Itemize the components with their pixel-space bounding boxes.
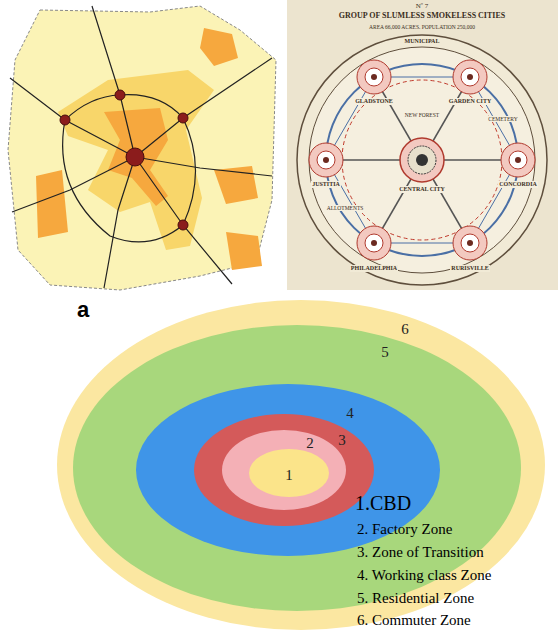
- zone-key: 1.CBD: [355, 492, 411, 514]
- drawing-part: [12, 157, 135, 212]
- drawing-part: [416, 154, 428, 166]
- drawing-part: [92, 6, 135, 157]
- town-patch: [36, 170, 68, 238]
- drawing-part: [461, 234, 479, 252]
- drawing-part: [501, 143, 535, 177]
- drawing-part: [309, 143, 343, 177]
- centre-dots: [60, 90, 188, 230]
- drawing-part: [357, 226, 391, 260]
- city-name: CENTRAL CITY: [398, 186, 446, 193]
- zone-key: 5. Residential Zone: [357, 590, 474, 607]
- railway-circle: [326, 64, 518, 256]
- plate-subtitle: AREA 66,000 ACRES. POPULATION 250,000: [369, 24, 475, 30]
- drawing-part: [453, 60, 487, 94]
- drawing-part: [135, 157, 272, 176]
- zone-number: 5: [381, 344, 389, 361]
- drawing-part: [371, 240, 377, 246]
- town-patch: [200, 28, 238, 66]
- drawing-part: [178, 113, 188, 123]
- zone-number: 2: [306, 435, 314, 452]
- panel-letter: a: [77, 298, 89, 322]
- city-name: PHILADELPHIA: [350, 265, 398, 272]
- urban-area: [58, 70, 214, 250]
- ring-fill: [194, 414, 374, 526]
- drawing-part: [135, 58, 272, 157]
- drawing-part: [104, 157, 135, 288]
- city-name: CONCORDIA: [498, 181, 538, 188]
- zone-ring: 21: [222, 430, 346, 510]
- ring-fill: [222, 430, 346, 510]
- inner-circle: [309, 47, 535, 273]
- drawing-part: [10, 78, 135, 157]
- city-region-map: [8, 6, 276, 290]
- radial-roads: [10, 6, 272, 288]
- drawing-part: [323, 157, 329, 163]
- land-use-label: CEMETERY: [487, 116, 518, 122]
- plate-background: [287, 0, 558, 290]
- plate-number: Nº 7: [416, 3, 428, 11]
- zone-number: 6: [401, 321, 409, 338]
- drawing-part: [60, 115, 70, 125]
- drawing-part: [371, 74, 377, 80]
- zone-ring: 1: [249, 449, 329, 497]
- ring-fill: [57, 300, 545, 630]
- town-patch: [226, 232, 262, 270]
- drawing-part: [461, 68, 479, 86]
- land-use-label: ALLOTMENTS: [326, 205, 365, 211]
- drawing-part: [126, 148, 144, 166]
- drawing-part: [515, 157, 521, 163]
- ring-label: MUNICIPAL: [404, 38, 441, 45]
- city-name: GLADSTONE: [354, 98, 394, 105]
- zone-key: 4. Working class Zone: [357, 567, 491, 584]
- zone-ring: 321: [194, 414, 374, 526]
- zone-number: 4: [346, 405, 354, 422]
- zone-key: 3. Zone of Transition: [357, 544, 484, 561]
- city-name: JUSTITIA: [311, 181, 341, 188]
- drawing-part: [408, 146, 436, 174]
- zone-key: 2. Factory Zone: [357, 521, 452, 538]
- drawing-part: [467, 240, 473, 246]
- drawing-part: [357, 60, 391, 94]
- drawing-part: [115, 90, 125, 100]
- drawing-part: [467, 74, 473, 80]
- drawing-part: [317, 151, 335, 169]
- spokes: [326, 77, 518, 243]
- city-name: GARDEN CITY: [448, 98, 493, 105]
- drawing-part: [501, 143, 535, 177]
- drawing-part: [365, 234, 383, 252]
- drawing-part: [357, 226, 391, 260]
- plate-title: GROUP OF SLUMLESS SMOKELESS CITIES: [339, 12, 505, 21]
- ring-fill: [249, 449, 329, 497]
- land-use-label: NEW FOREST: [404, 112, 440, 118]
- satellite-towns: [309, 60, 535, 260]
- ring-road: [63, 95, 196, 242]
- central-city: [400, 138, 444, 182]
- drawing-part: [453, 226, 487, 260]
- drawing-part: [309, 143, 343, 177]
- garden-city-diagram: [287, 0, 558, 290]
- outer-circle: [297, 35, 547, 285]
- ring-fill: [73, 325, 521, 611]
- zone-number: 1: [285, 467, 293, 484]
- drawing-part: [365, 68, 383, 86]
- drawing-part: [400, 138, 444, 182]
- drawing-part: [453, 60, 487, 94]
- drawing-part: [135, 157, 232, 284]
- drawing-part: [509, 151, 527, 169]
- drawing-part: [357, 60, 391, 94]
- hexagon-railway: [326, 77, 518, 243]
- zone-key: 6. Commuter Zone: [357, 612, 471, 629]
- core-patch: [104, 108, 168, 206]
- drawing-part: [453, 226, 487, 260]
- drawing-part: [178, 220, 188, 230]
- zone-number: 3: [338, 432, 346, 449]
- city-name: RURISVILLE: [450, 265, 489, 272]
- region-outline: [8, 6, 276, 290]
